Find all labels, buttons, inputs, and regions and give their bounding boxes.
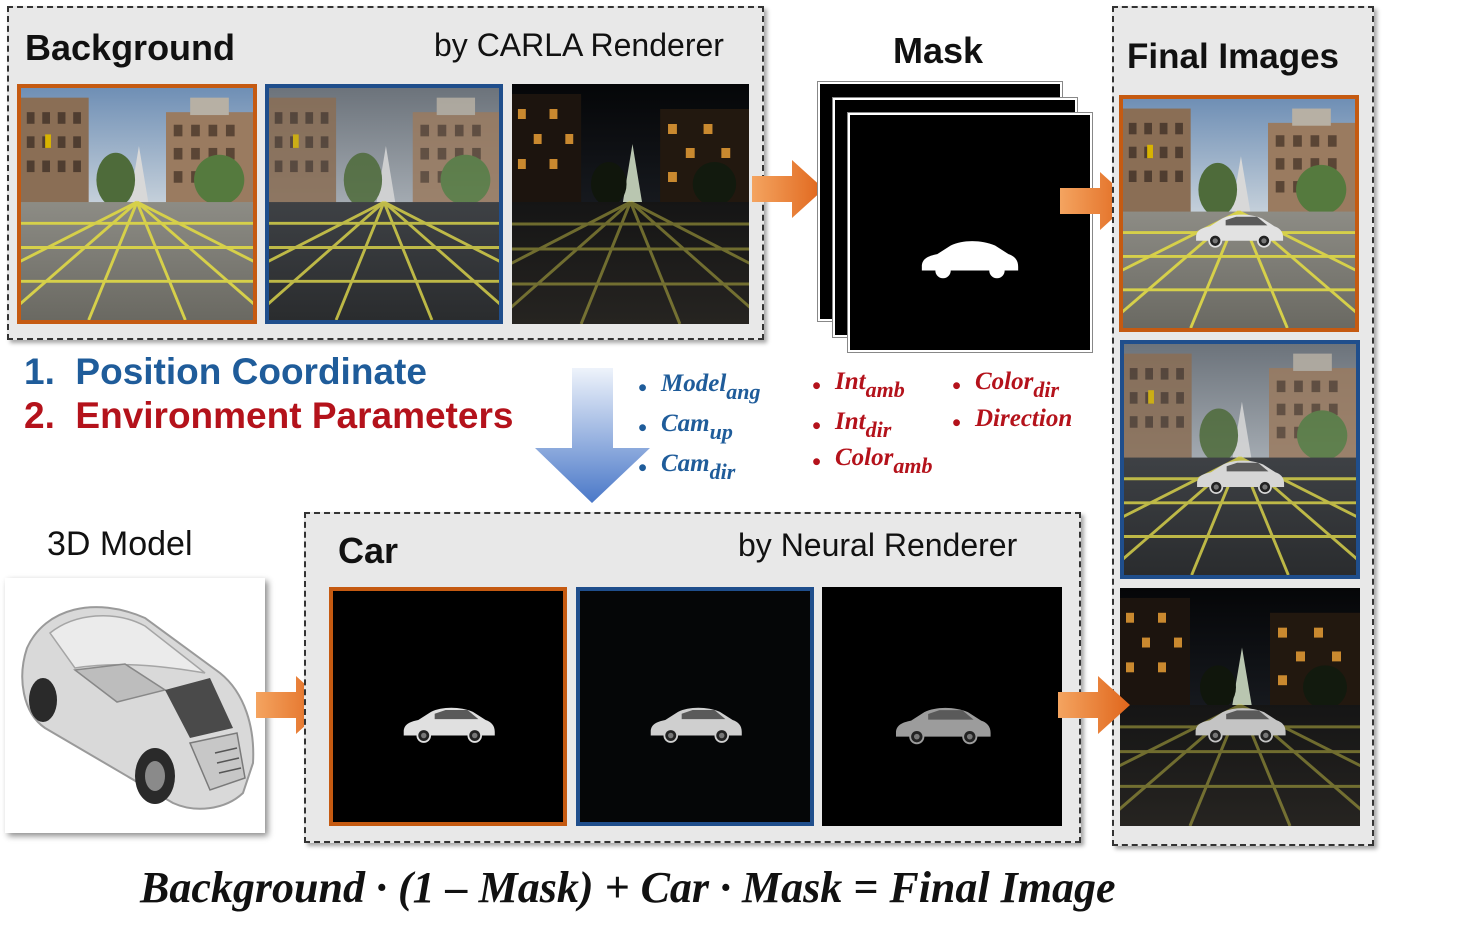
bullet-icon: • [638,415,647,442]
background-renderer-label: by CARLA Renderer [434,27,724,63]
mask-title: Mask [893,30,984,71]
final-image-day [1119,95,1359,332]
final-images-title: Final Images [1127,37,1340,76]
car-render-night [822,587,1062,826]
param-color-dir: Colordir [975,368,1060,402]
model-3d-render [5,578,265,833]
step-position-coordinate: 1. Position Coordinate [24,351,427,392]
composition-formula: Background · (1 – Mask) + Car · Mask = F… [140,863,1116,912]
car-mask-silhouette [921,241,1019,279]
param-int-dir: Intdir [835,408,892,442]
param-color-amb: Coloramb [835,444,933,478]
bullet-icon: • [638,455,647,482]
bullet-icon: • [812,449,821,476]
car-renderer-label: by Neural Renderer [738,527,1018,563]
final-image-night [1120,588,1360,826]
background-scene-wet [265,84,503,324]
bullet-icon: • [638,375,647,402]
background-scene-night [512,84,749,324]
bullet-icon: • [812,373,821,400]
bullet-icon: • [952,410,961,437]
final-image-wet [1120,340,1360,579]
mask-frame-front [848,113,1092,352]
car-render-day [329,587,567,826]
car-render-wet [576,587,814,826]
bullet-icon: • [812,413,821,440]
right-arrow-icon [1058,676,1130,734]
background-title: Background [25,27,236,68]
model-3d-label: 3D Model [47,525,193,563]
param-direction: Direction [975,405,1073,432]
background-scene-day [17,84,257,324]
car-title: Car [338,530,399,571]
param-cam-dir: Camdir [661,450,736,484]
param-model-ang: Modelang [661,370,761,404]
bullet-icon: • [952,373,961,400]
down-arrow-icon [535,368,650,503]
param-int-amb: Intamb [835,368,905,402]
right-arrow-icon [752,160,824,218]
param-cam-up: Camup [661,410,733,444]
step-environment-parameters: 2. Environment Parameters [24,395,514,436]
